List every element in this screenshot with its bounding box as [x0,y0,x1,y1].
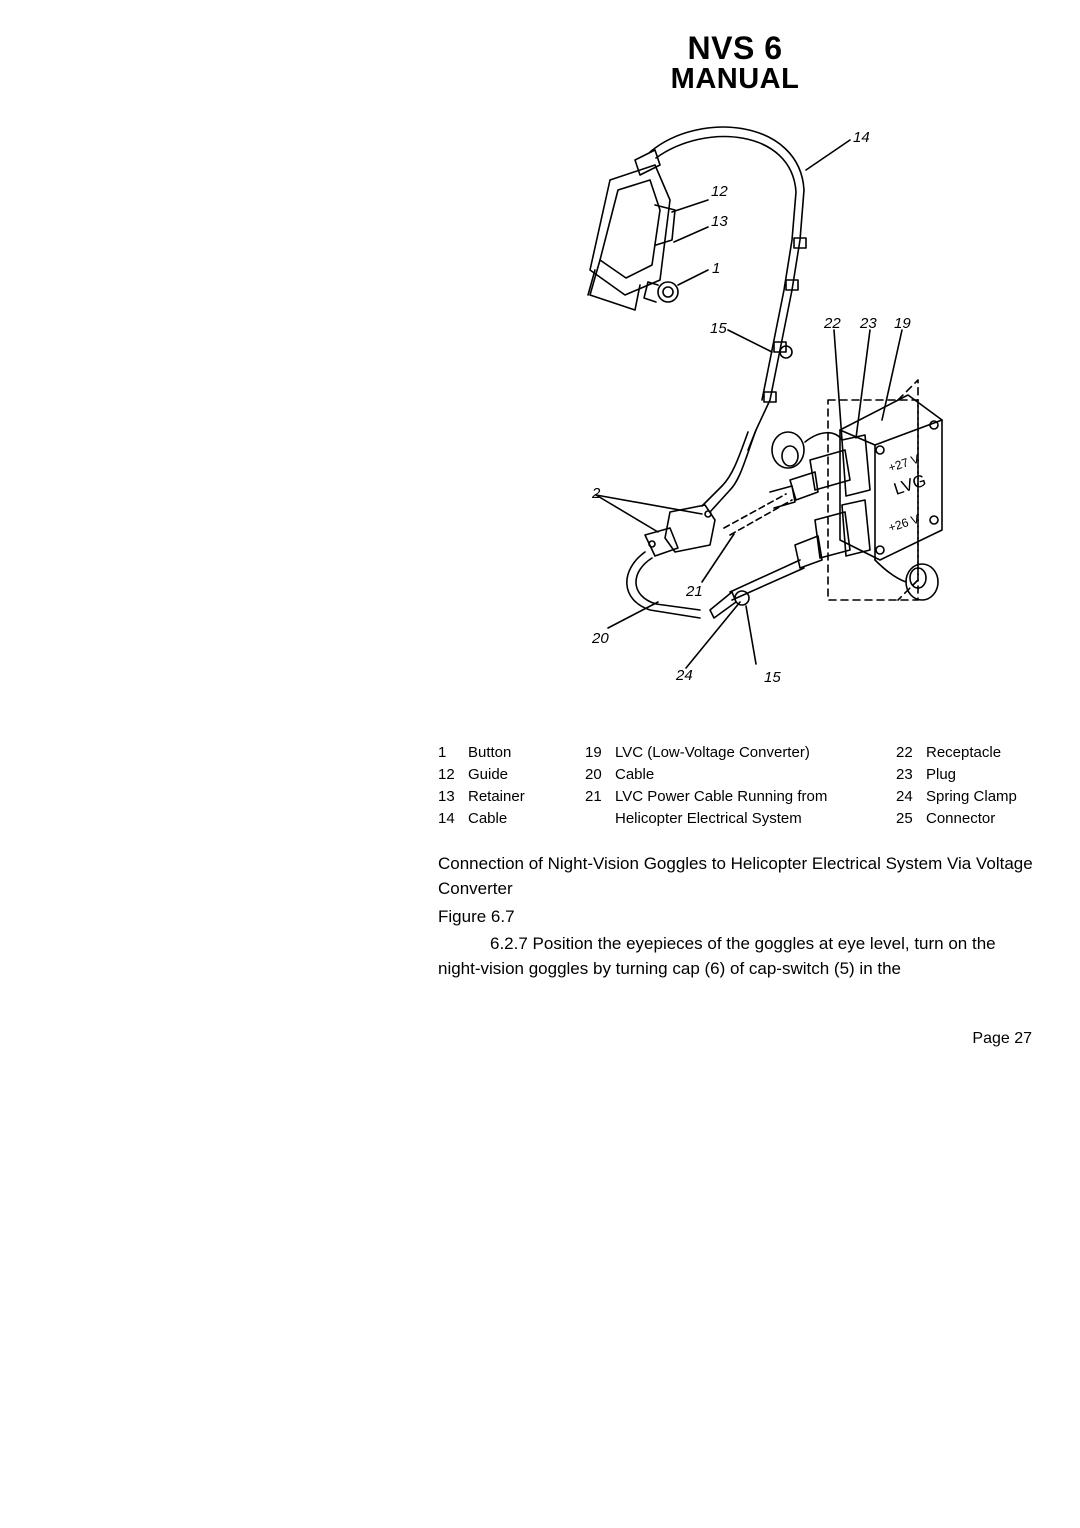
callout-2: 2 [591,485,601,502]
callout-15-upper: 15 [710,320,727,337]
page-number: Page 27 [972,1030,1032,1047]
callout-1: 1 [712,260,720,277]
nvg-connection-diagram: +27 V LVG +26 V 14 12 13 1 15 22 23 19 2… [587,126,943,686]
document-subtitle: MANUAL [670,63,800,95]
callout-24: 24 [675,667,693,684]
figure-caption: Connection of Night-Vision Goggles to He… [438,854,1033,898]
callout-22: 22 [823,315,841,332]
document-title: NVS 6 [687,30,783,66]
lvc-label-27v: +27 V [887,452,921,475]
lvc-label-26v: +26 V [887,512,921,535]
body-paragraph: 6.2.7 Position the eyepieces of the gogg… [438,934,996,978]
callout-23: 23 [859,315,877,332]
callout-12: 12 [711,183,728,200]
callout-14: 14 [853,129,870,146]
callout-15-lower: 15 [764,669,781,686]
legend-item: Helicopter Electrical System [615,810,802,827]
callout-20: 20 [591,630,609,647]
figure-label: Figure 6.7 [438,907,515,926]
callout-21: 21 [685,583,703,600]
callout-19: 19 [894,315,911,332]
lvc-label-lvg: LVG [891,471,928,499]
callout-13: 13 [711,213,728,230]
